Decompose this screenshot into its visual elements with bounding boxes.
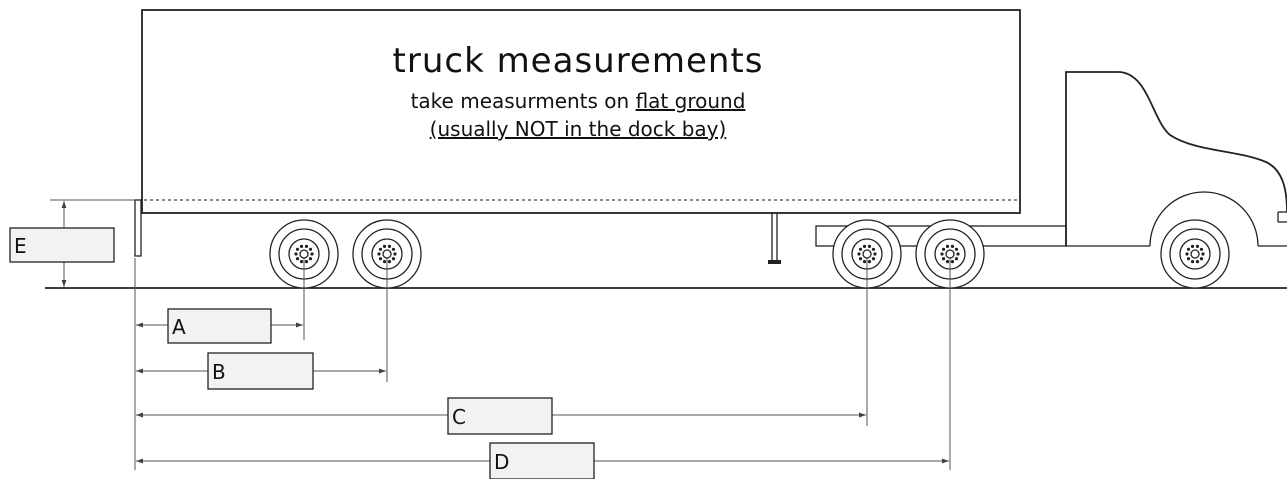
measurement-box-c[interactable]: [447, 397, 553, 435]
trailer: [134, 9, 1021, 264]
trailer-wheel-rear: [352, 219, 422, 289]
measurement-label-d: D: [494, 450, 509, 474]
wheels: [269, 219, 1230, 289]
dimension-e: E: [9, 199, 135, 287]
measurement-box-b[interactable]: [207, 352, 314, 390]
trailer-box: [141, 9, 1021, 214]
measurement-label-e: E: [14, 234, 27, 258]
measurement-label-b: B: [212, 360, 226, 384]
steer-wheel: [1160, 219, 1230, 289]
dimension-b: B: [136, 352, 386, 390]
drive-wheel-front: [832, 219, 902, 289]
measurement-box-e[interactable]: [9, 227, 115, 263]
tractor-cab: [1065, 71, 1287, 246]
dimension-a: A: [136, 308, 303, 344]
measurement-box-d[interactable]: [489, 442, 595, 479]
flat-ground-text: flat ground: [636, 89, 746, 113]
instruction-line-1: take measurments on flat ground: [411, 89, 746, 113]
landing-gear: [768, 213, 781, 264]
trailer-wheel-front: [269, 219, 339, 289]
tractor: [815, 71, 1287, 247]
instruction-line-2: (usually NOT in the dock bay): [430, 117, 727, 141]
measurement-label-a: A: [172, 315, 186, 339]
dimension-c: C: [136, 397, 866, 435]
measurement-label-c: C: [452, 405, 466, 429]
drive-wheel-rear: [915, 219, 985, 289]
measurement-box-a[interactable]: [167, 308, 272, 344]
diagram-title: truck measurements: [393, 41, 764, 81]
trailer-bumper: [134, 199, 142, 257]
dimension-d: D: [136, 442, 949, 479]
